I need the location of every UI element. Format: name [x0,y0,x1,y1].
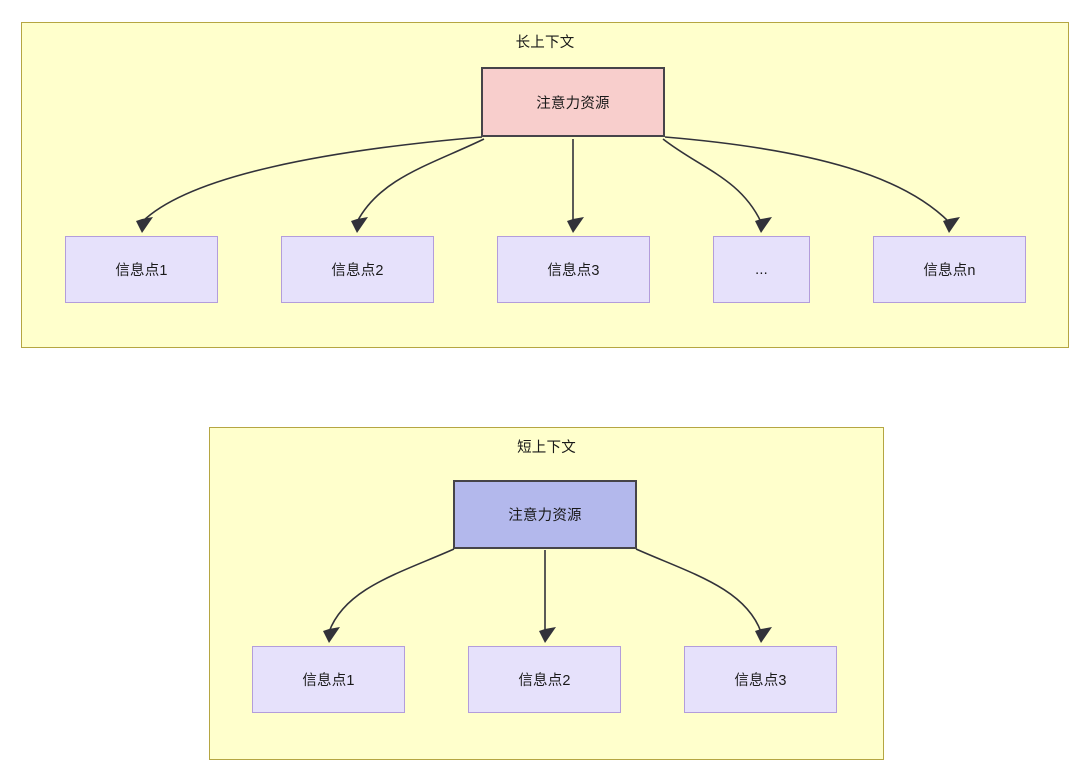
long-context-leaf-n-label: 信息点n [923,263,976,279]
long-context-leaf-n[interactable]: 信息点n [873,236,1026,303]
short-context-leaf-3[interactable]: 信息点3 [684,646,837,713]
long-context-leaf-2[interactable]: 信息点2 [281,236,434,303]
long-context-leaf-ellipsis-label: ... [755,261,768,278]
short-context-leaf-1[interactable]: 信息点1 [252,646,405,713]
short-context-leaf-3-label: 信息点3 [734,673,787,689]
long-context-leaf-3-label: 信息点3 [547,263,600,279]
long-context-leaf-1-label: 信息点1 [115,263,168,279]
long-context-leaf-1[interactable]: 信息点1 [65,236,218,303]
short-context-group-title: 短上下文 [517,440,576,456]
short-context-root-node[interactable]: 注意力资源 [453,480,637,549]
short-context-leaf-2[interactable]: 信息点2 [468,646,621,713]
short-context-leaf-1-label: 信息点1 [302,673,355,689]
long-context-leaf-ellipsis[interactable]: ... [713,236,810,303]
long-context-leaf-3[interactable]: 信息点3 [497,236,650,303]
long-context-group-title: 长上下文 [515,35,575,51]
long-context-leaf-2-label: 信息点2 [331,263,384,279]
long-context-root-node[interactable]: 注意力资源 [481,67,665,137]
short-context-leaf-2-label: 信息点2 [518,673,571,689]
long-context-root-label: 注意力资源 [536,95,610,112]
short-context-root-label: 注意力资源 [508,508,582,524]
